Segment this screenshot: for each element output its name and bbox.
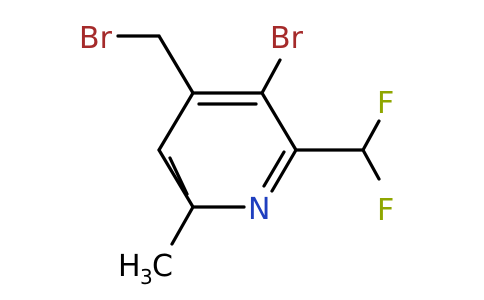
atom-n-ring: N [248, 192, 270, 227]
atom-f-bottom: F [377, 193, 394, 228]
atom-f-top: F [377, 86, 394, 121]
bond-chf2-f-bottom [361, 148, 381, 181]
bond-c5-c4 [157, 91, 195, 152]
bond-c6-c5 [157, 148, 195, 209]
atom-methyl-subscript: 3 [140, 265, 153, 289]
bond-chf2-f-top [361, 119, 381, 152]
bond-c6-ch3 [170, 205, 195, 246]
atom-methyl-c: C [152, 249, 173, 284]
atom-br-ring: Br [270, 21, 304, 56]
atom-methyl-h: H [118, 249, 141, 284]
atom-br-methyl: Br [79, 21, 113, 56]
bond-c6-c5-double [168, 156, 189, 196]
bond-c3-c2 [260, 91, 298, 152]
bond-c2-n [270, 148, 298, 193]
bond-c2-n-double [262, 150, 286, 188]
bond-c3-br [260, 58, 282, 95]
bond-c4-ch2 [157, 34, 195, 95]
